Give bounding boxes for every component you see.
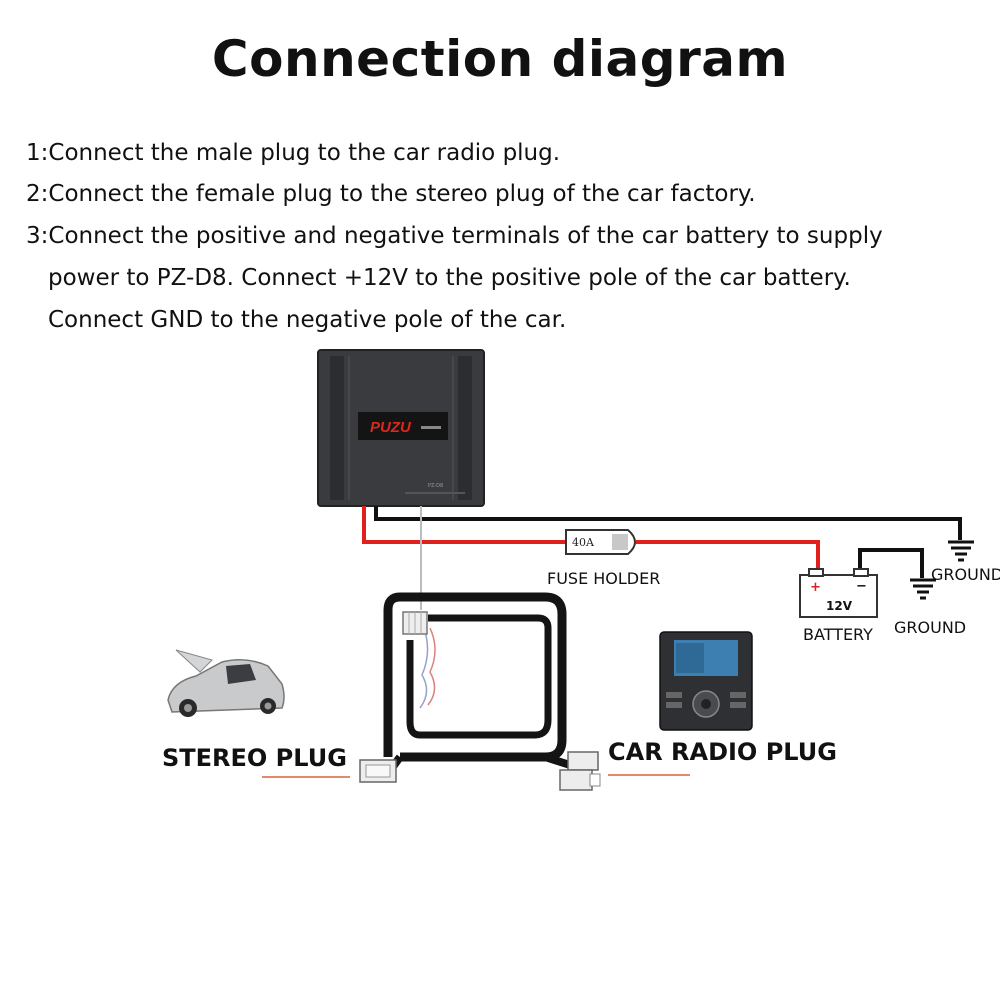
stereo-plug-label: STEREO PLUG [162, 744, 347, 772]
instruction-3: 3:Connect the positive and negative term… [26, 223, 883, 249]
page-title: Connection diagram [211, 30, 789, 88]
ground-icon [910, 578, 936, 600]
ground-label-2: GROUND [894, 618, 967, 637]
instruction-2: 2:Connect the female plug to the stereo … [26, 181, 756, 207]
device-model: PZ-D8 [428, 483, 443, 489]
ground-icon [948, 540, 974, 562]
instruction-3-cont-1: power to PZ-D8. Connect +12V to the posi… [48, 265, 851, 291]
fuse-value: 40A [572, 536, 595, 549]
battery-voltage: 12V [826, 599, 853, 613]
ground-label-1: GROUND [931, 565, 1000, 584]
battery: + − 12V [799, 568, 878, 618]
instruction-3-cont-2: Connect GND to the negative pole of the … [48, 307, 567, 333]
car-image [167, 649, 285, 717]
battery-minus: − [856, 579, 867, 594]
instruction-1: 1:Connect the male plug to the car radio… [26, 140, 561, 166]
device-brand: PUZU [370, 419, 412, 436]
harness-connector [402, 611, 428, 635]
battery-label: BATTERY [803, 625, 873, 644]
female-plug [359, 759, 397, 783]
male-plug [559, 751, 601, 791]
fuse-holder: 40A [565, 529, 636, 555]
fuse-holder-label: FUSE HOLDER [547, 569, 661, 588]
battery-plus: + [810, 580, 821, 595]
device-unit: PUZU PZ-D8 [317, 349, 485, 507]
car-radio-plug-label: CAR RADIO PLUG [608, 738, 837, 766]
power-wiring [362, 506, 962, 610]
car-radio-image [659, 631, 753, 731]
